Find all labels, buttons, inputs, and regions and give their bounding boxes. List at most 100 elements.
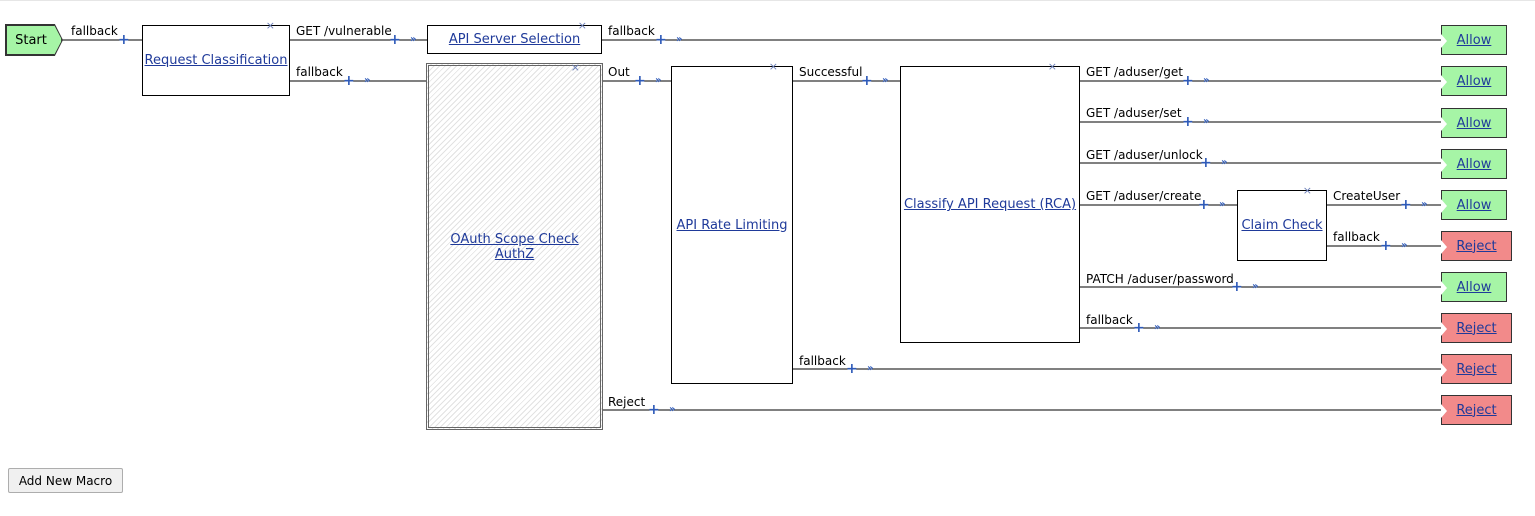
add-branch-plus-icon[interactable]: +: [389, 32, 401, 48]
connect-arrow-icon[interactable]: »: [676, 34, 683, 45]
node-link-request-classification[interactable]: Request Classification: [143, 53, 289, 68]
terminal-allow-link[interactable]: Allow: [1456, 115, 1492, 131]
terminal-reject-link[interactable]: Reject: [1456, 238, 1497, 254]
node-claim-check: × Claim Check: [1237, 185, 1327, 261]
node-oauth-scope-check: × OAuth Scope Check AuthZ: [426, 61, 603, 430]
top-border: [0, 0, 1535, 1]
add-branch-plus-icon[interactable]: +: [1182, 114, 1194, 130]
branch-label-get-vulnerable: GET /vulnerable: [296, 24, 392, 38]
start-label: Start: [15, 32, 47, 48]
remove-node-close-icon[interactable]: ×: [265, 19, 275, 32]
branch-label-start-fallback: fallback: [71, 24, 118, 38]
remove-node-close-icon[interactable]: ×: [1302, 184, 1312, 197]
remove-node-close-icon[interactable]: ×: [570, 61, 580, 74]
terminal-reject: Reject: [1441, 231, 1512, 261]
add-branch-plus-icon[interactable]: +: [861, 73, 873, 89]
node-api-server-selection: × API Server Selection: [427, 20, 602, 54]
terminal-notch: [1441, 281, 1447, 295]
add-branch-plus-icon[interactable]: +: [1380, 238, 1392, 254]
branch-label-rca-patch: PATCH /aduser/password: [1086, 272, 1234, 286]
branch-label-oauth-reject: Reject: [608, 395, 646, 409]
terminal-allow-link[interactable]: Allow: [1456, 156, 1492, 172]
terminal-allow: Allow: [1441, 272, 1507, 302]
branch-label-rca-fallback: fallback: [1086, 313, 1133, 327]
add-branch-plus-icon[interactable]: +: [118, 32, 130, 48]
remove-node-close-icon[interactable]: ×: [577, 19, 587, 32]
terminal-reject: Reject: [1441, 313, 1512, 343]
branch-label-rc-fallback: fallback: [296, 65, 343, 79]
add-branch-plus-icon[interactable]: +: [1198, 197, 1210, 213]
branch-label-rca-get: GET /aduser/get: [1086, 65, 1183, 79]
add-branch-plus-icon[interactable]: +: [1231, 279, 1243, 295]
branch-label-rca-set: GET /aduser/set: [1086, 106, 1182, 120]
terminal-notch: [1441, 240, 1447, 254]
connect-arrow-icon[interactable]: »: [364, 75, 371, 86]
node-link-oauth-scope-check[interactable]: OAuth Scope Check AuthZ: [450, 231, 579, 262]
node-link-api-server-selection[interactable]: API Server Selection: [447, 32, 582, 47]
terminal-notch: [1441, 34, 1447, 48]
start-node: Start: [6, 25, 62, 55]
terminal-allow-link[interactable]: Allow: [1456, 73, 1492, 89]
connect-arrow-icon[interactable]: »: [882, 75, 889, 86]
add-branch-plus-icon[interactable]: +: [846, 361, 858, 377]
terminal-notch: [1441, 404, 1447, 418]
node-link-api-rate-limiting[interactable]: API Rate Limiting: [675, 217, 789, 233]
terminal-allow: Allow: [1441, 149, 1507, 179]
node-link-classify-api-request[interactable]: Classify API Request (RCA): [902, 197, 1078, 212]
connect-arrow-icon[interactable]: »: [1421, 199, 1428, 210]
terminal-notch: [1441, 158, 1447, 172]
connect-arrow-icon[interactable]: »: [1401, 240, 1408, 251]
add-branch-plus-icon[interactable]: +: [1200, 155, 1212, 171]
terminal-allow: Allow: [1441, 108, 1507, 138]
add-branch-plus-icon[interactable]: +: [634, 73, 646, 89]
terminal-reject-link[interactable]: Reject: [1456, 320, 1497, 336]
add-new-macro-button[interactable]: Add New Macro: [8, 468, 123, 493]
terminal-notch: [1441, 199, 1447, 213]
terminal-reject: Reject: [1441, 354, 1512, 384]
add-branch-plus-icon[interactable]: +: [655, 32, 667, 48]
terminal-reject-link[interactable]: Reject: [1456, 361, 1497, 377]
terminal-notch: [1441, 75, 1447, 89]
terminal-reject-link[interactable]: Reject: [1456, 402, 1497, 418]
terminal-allow-link[interactable]: Allow: [1456, 197, 1492, 213]
terminal-reject: Reject: [1441, 395, 1512, 425]
terminal-notch: [1441, 322, 1447, 336]
node-classify-api-request: × Classify API Request (RCA): [900, 61, 1080, 343]
terminal-allow-link[interactable]: Allow: [1456, 32, 1492, 48]
remove-node-close-icon[interactable]: ×: [768, 60, 778, 73]
connect-arrow-icon[interactable]: »: [1219, 199, 1226, 210]
connect-arrow-icon[interactable]: »: [1203, 116, 1210, 127]
connect-arrow-icon[interactable]: »: [655, 75, 662, 86]
node-link-claim-check[interactable]: Claim Check: [1240, 218, 1324, 233]
branch-label-rl-successful: Successful: [799, 65, 863, 79]
terminal-notch: [1441, 363, 1447, 377]
connect-arrow-icon[interactable]: »: [1154, 322, 1161, 333]
branch-label-oauth-out: Out: [608, 65, 630, 79]
terminal-allow: Allow: [1441, 66, 1507, 96]
add-branch-plus-icon[interactable]: +: [648, 402, 660, 418]
connect-arrow-icon[interactable]: »: [1221, 157, 1228, 168]
branch-label-ass-fallback: fallback: [608, 24, 655, 38]
terminal-allow: Allow: [1441, 190, 1507, 220]
branch-label-rl-fallback: fallback: [799, 354, 846, 368]
connect-arrow-icon[interactable]: »: [410, 34, 417, 45]
connect-arrow-icon[interactable]: »: [1203, 75, 1210, 86]
add-branch-plus-icon[interactable]: +: [1133, 320, 1145, 336]
terminal-allow: Allow: [1441, 25, 1507, 55]
add-branch-plus-icon[interactable]: +: [1400, 197, 1412, 213]
add-branch-plus-icon[interactable]: +: [1182, 73, 1194, 89]
connect-arrow-icon[interactable]: »: [669, 404, 676, 415]
add-branch-plus-icon[interactable]: +: [343, 73, 355, 89]
branch-label-rca-create: GET /aduser/create: [1086, 189, 1202, 203]
connect-arrow-icon[interactable]: »: [1252, 281, 1259, 292]
node-request-classification: × Request Classification: [142, 20, 290, 96]
terminal-notch: [1441, 117, 1447, 131]
node-api-rate-limiting: × API Rate Limiting: [671, 61, 793, 384]
terminal-allow-link[interactable]: Allow: [1456, 279, 1492, 295]
branch-label-rca-unlock: GET /aduser/unlock: [1086, 148, 1203, 162]
branch-label-cc-fallback: fallback: [1333, 230, 1380, 244]
branch-label-cc-createuser: CreateUser: [1333, 189, 1401, 203]
remove-node-close-icon[interactable]: ×: [1047, 60, 1057, 73]
connect-arrow-icon[interactable]: »: [867, 363, 874, 374]
